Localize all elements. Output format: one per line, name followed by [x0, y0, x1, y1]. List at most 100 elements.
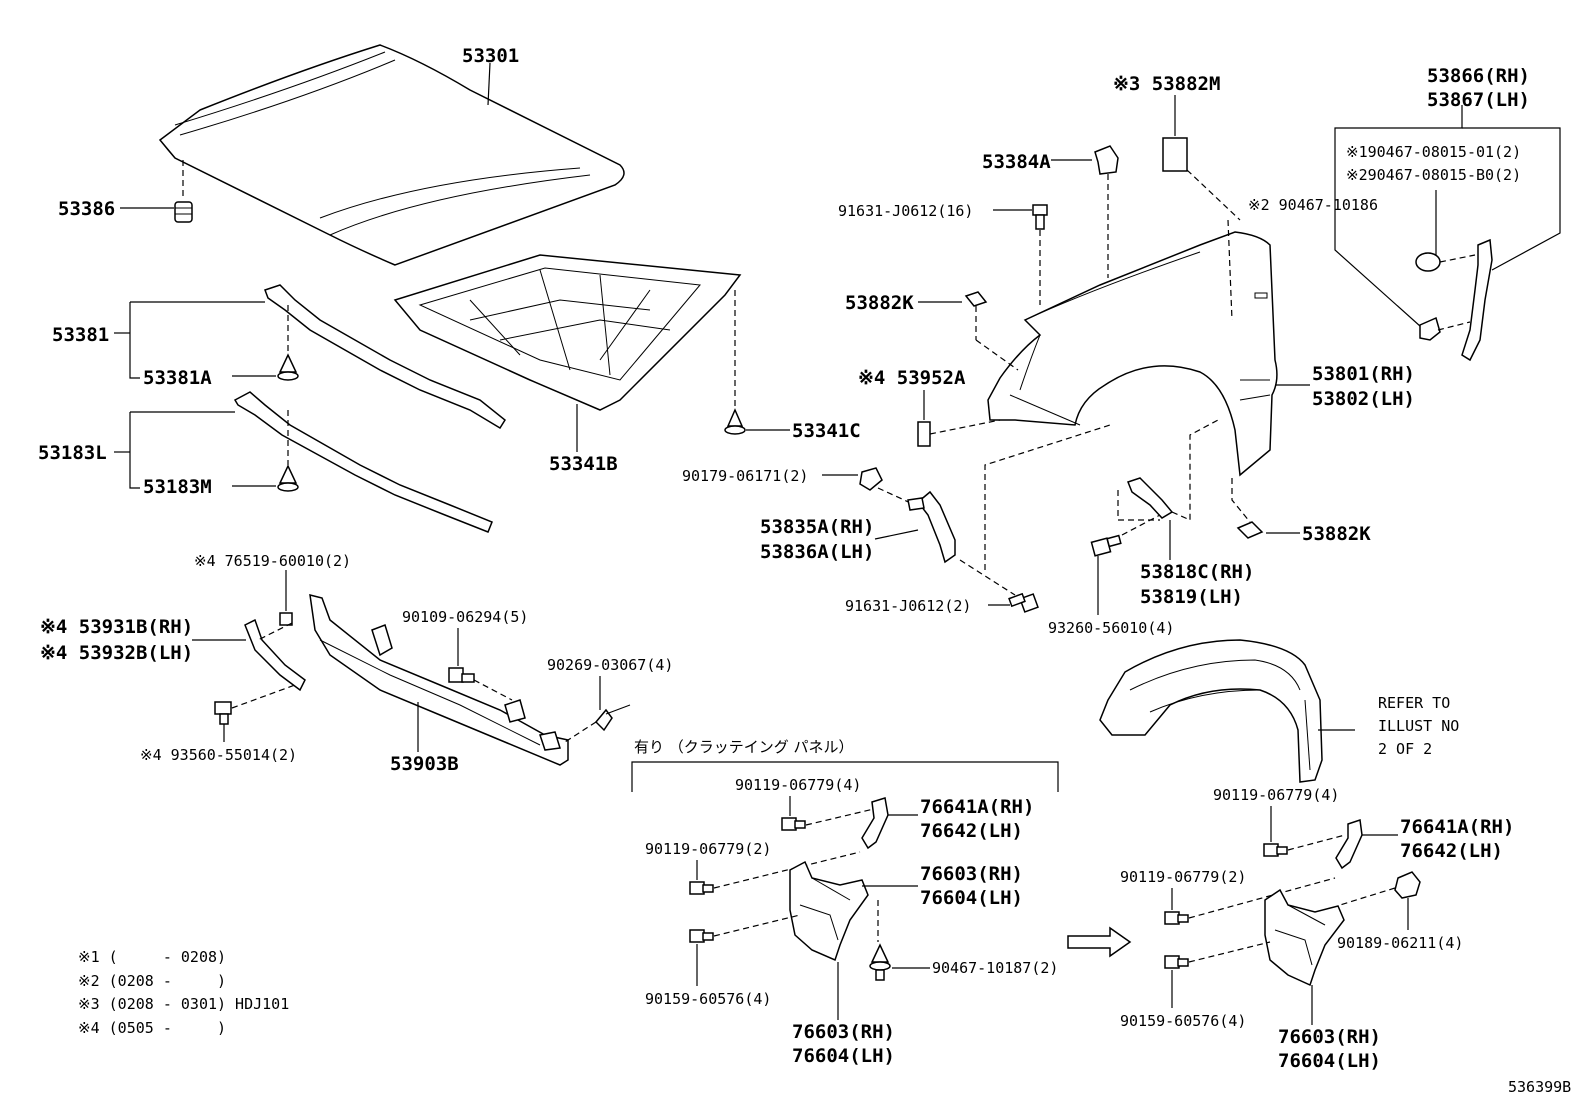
- moulding-53866: [1461, 238, 1493, 362]
- dash-bolt-91631-2: [959, 559, 1016, 596]
- label-53301: 53301: [462, 45, 519, 67]
- label-53835A: 53835A(RH): [760, 516, 874, 538]
- label-53381A: 53381A: [143, 367, 212, 389]
- hood-bumper-53386: [174, 160, 193, 223]
- label-53819: 53819(LH): [1140, 586, 1243, 608]
- leader-53866-right: [1462, 127, 1561, 271]
- dash-53882M: [1186, 169, 1241, 221]
- label-76642-right: 76642(LH): [1400, 840, 1503, 862]
- label-53802: 53802(LH): [1312, 388, 1415, 410]
- label-53341C: 53341C: [792, 420, 861, 442]
- bolt-91631-16: [1032, 204, 1048, 305]
- bracket-76641A-right: [1335, 819, 1363, 870]
- label-76603-left: 76603(RH): [920, 863, 1023, 885]
- label-90109: 90109-06294(5): [402, 608, 528, 626]
- hood-seal-53381: [264, 284, 506, 430]
- label-53818C: 53818C(RH): [1140, 561, 1254, 583]
- leader-53866-left: [1334, 105, 1463, 336]
- legend-note-4: ※4 (0505 - ): [78, 1019, 226, 1037]
- label-76641A-right: 76641A(RH): [1400, 816, 1514, 838]
- arrow-icon: [1067, 926, 1132, 958]
- refer-line-3: 2 OF 2: [1378, 740, 1432, 758]
- nut-90179: [859, 467, 916, 506]
- label-91631-16: 91631-J0612(16): [838, 202, 973, 220]
- label-53183M: 53183M: [143, 476, 212, 498]
- label-93560: ※4 93560-55014(2): [140, 746, 297, 764]
- support-53903B: [309, 594, 569, 766]
- part-53952A: [917, 419, 1001, 447]
- label-90119-right-2: 90119-06779(2): [1120, 868, 1246, 886]
- hood-insulator-53341B: [393, 254, 742, 411]
- label-53384A: 53384A: [982, 151, 1051, 173]
- clip-53381A: [277, 353, 299, 381]
- hood-panel: [158, 44, 625, 266]
- label-76603-left-bottom: 76603(RH): [792, 1021, 895, 1043]
- bracket-53384A: [1094, 145, 1119, 278]
- refer-line-2: ILLUST NO: [1378, 717, 1459, 735]
- bolt-90119-right-top: [1263, 834, 1346, 857]
- bracket-53835A: [907, 490, 956, 564]
- label-90119-right-4: 90119-06779(4): [1213, 786, 1339, 804]
- label-90179: 90179-06171(2): [682, 467, 808, 485]
- label-53932B: ※4 53932B(LH): [40, 642, 193, 664]
- label-53952A: ※4 53952A: [858, 367, 966, 389]
- label-90159-left: 90159-60576(4): [645, 990, 771, 1008]
- label-90119-left-2: 90119-06779(2): [645, 840, 771, 858]
- clip-53341C: [724, 408, 746, 435]
- label-93260: 93260-56010(4): [1048, 619, 1174, 637]
- clip-90467-08015-B0: [1419, 316, 1471, 341]
- bolt-90159-right: [1164, 941, 1271, 969]
- bracket-53818C: [1117, 419, 1219, 521]
- label-90467-10187: 90467-10187(2): [932, 959, 1058, 977]
- dash-bracket-fender: [984, 424, 1111, 570]
- label-76603-right: 76603(RH): [1278, 1026, 1381, 1048]
- dash-90467-10186: [1227, 219, 1233, 321]
- label-76604-left-bottom: 76604(LH): [792, 1045, 895, 1067]
- label-53903B: 53903B: [390, 753, 459, 775]
- mudguard-76603-left: [789, 860, 879, 962]
- label-76641A-left: 76641A(RH): [920, 796, 1034, 818]
- label-53381: 53381: [52, 324, 109, 346]
- bolt-90119-left-mid: [689, 851, 861, 895]
- label-90189: 90189-06211(4): [1337, 934, 1463, 952]
- label-53866: 53866(RH): [1427, 65, 1530, 87]
- illustration-code: 536399B: [1508, 1078, 1571, 1096]
- label-90467-08015-B0: ※290467-08015-B0(2): [1346, 166, 1521, 184]
- leader-53183L-bracket: [129, 412, 140, 489]
- label-53882K-top: 53882K: [845, 292, 914, 314]
- leader-53301: [487, 62, 491, 106]
- label-53836A: 53836A(LH): [760, 541, 874, 563]
- mudguard-76603-right: [1264, 888, 1345, 987]
- front-fender-53801: [987, 231, 1278, 477]
- legend-note-3: ※3 (0208 - 0301) HDJ101: [78, 995, 289, 1013]
- fender-liner: [1099, 639, 1323, 783]
- leader-53381-bracket: [129, 302, 140, 379]
- label-53386: 53386: [58, 198, 115, 220]
- refer-line-1: REFER TO: [1378, 694, 1450, 712]
- label-90467-10186: ※2 90467-10186: [1248, 196, 1378, 214]
- legend-note-2: ※2 (0208 - ): [78, 972, 226, 990]
- label-76519: ※4 76519-60010(2): [194, 552, 351, 570]
- hood-seal-53183L: [233, 391, 493, 533]
- label-53931B: ※4 53931B(RH): [40, 616, 193, 638]
- bolt-93260: [1090, 514, 1161, 557]
- bolt-90119-right-mid: [1164, 877, 1336, 925]
- label-76642-left: 76642(LH): [920, 820, 1023, 842]
- pad-53882K-bottom: [1231, 478, 1264, 539]
- cladding-bracket: [631, 761, 1059, 792]
- label-76604-right: 76604(LH): [1278, 1050, 1381, 1072]
- plate-53882M: [1162, 137, 1188, 172]
- label-53341B: 53341B: [549, 453, 618, 475]
- bolt-90119-left-top: [781, 807, 879, 831]
- label-53882M: ※3 53882M: [1113, 73, 1220, 95]
- label-90467-08015-01: ※190467-08015-01(2): [1346, 143, 1521, 161]
- bolt-90109: [448, 667, 513, 701]
- pad-53882K-top: [964, 291, 1019, 371]
- label-53882K-bottom: 53882K: [1302, 523, 1371, 545]
- label-53867: 53867(LH): [1427, 89, 1530, 111]
- label-53801: 53801(RH): [1312, 363, 1415, 385]
- leader-53835A: [874, 529, 919, 540]
- rivet-90269: [564, 704, 631, 743]
- label-91631-2: 91631-J0612(2): [845, 597, 971, 615]
